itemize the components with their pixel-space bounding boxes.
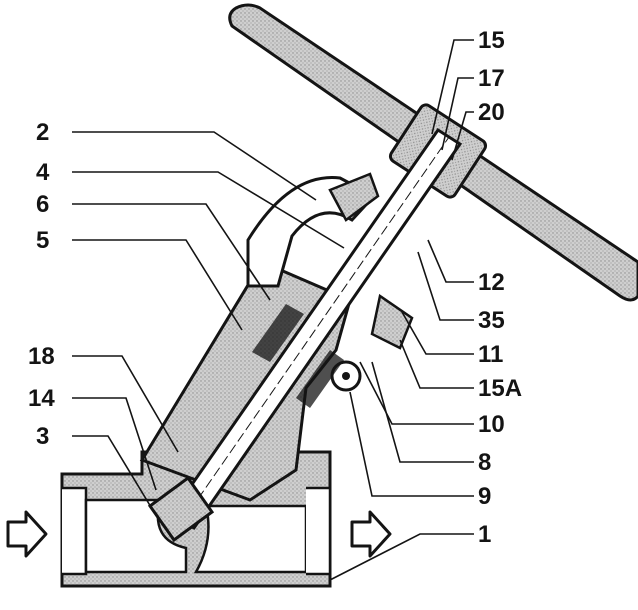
callout-9: 9 [478,483,491,510]
callout-14: 14 [28,385,55,412]
callout-17: 17 [478,65,505,92]
callout-6: 6 [36,191,49,218]
callout-4: 4 [36,159,50,186]
callout-20: 20 [478,99,505,126]
inlet-arrow [6,510,48,558]
outlet-arrow [350,510,392,558]
callout-8: 8 [478,449,491,476]
callout-1: 1 [478,521,491,548]
callout-18: 18 [28,343,55,370]
callout-35: 35 [478,307,505,334]
callout-15A: 15A [478,375,522,402]
valve-stem [147,127,463,543]
leader-lines [72,39,474,581]
callouts-right: 15 17 20 12 35 11 15A 10 8 9 1 [478,27,522,548]
callout-12: 12 [478,269,505,296]
callouts-left: 2 4 6 5 18 14 3 [28,119,55,450]
callout-11: 11 [478,341,503,368]
callout-3: 3 [36,423,49,450]
callout-10: 10 [478,411,505,438]
valve-disc [147,475,215,543]
callout-5: 5 [36,227,49,254]
callout-2: 2 [36,119,49,146]
gland [370,293,414,350]
callout-15: 15 [478,27,505,54]
